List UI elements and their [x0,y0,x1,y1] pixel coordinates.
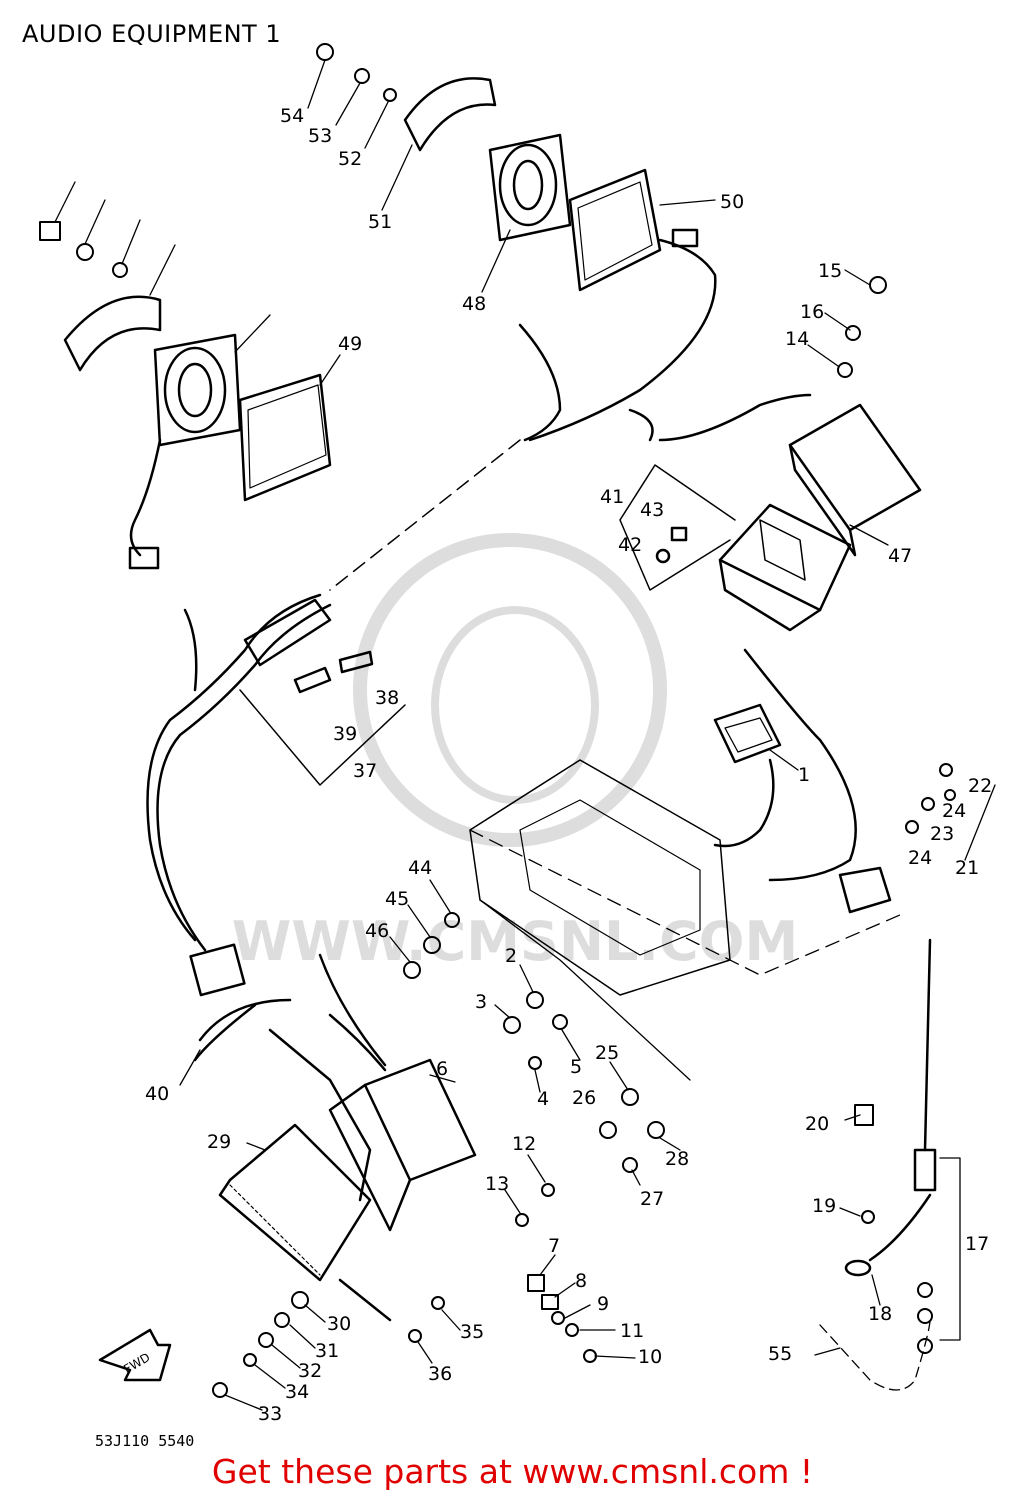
callout-13: 13 [485,1173,509,1195]
callout-32: 32 [298,1360,322,1382]
callout-31: 31 [315,1340,339,1362]
cmsnl-watermark: WWW.CMSNL.COM [232,533,798,973]
speaker-left [63,295,332,570]
callout-18: 18 [868,1303,892,1325]
dash-panel [469,759,901,1081]
callout-26: 26 [572,1087,596,1109]
callout-48: 48 [462,293,486,315]
callout-54: 54 [280,105,304,127]
callout-4: 4 [537,1088,549,1110]
callout-42: 42 [618,534,642,556]
callout-49: 49 [338,333,362,355]
callout-11: 11 [620,1320,644,1342]
callout-17: 17 [965,1233,989,1255]
callout-6: 6 [436,1058,448,1080]
callout-5: 5 [570,1056,582,1078]
callout-37: 37 [353,760,377,782]
callout-38: 38 [375,687,399,709]
callout-16: 16 [800,301,824,323]
wiring-harness [146,323,812,997]
callout-45: 45 [385,888,409,910]
callout-33: 33 [258,1403,282,1425]
callout-27: 27 [640,1188,664,1210]
callout-50: 50 [720,191,744,213]
callout-1: 1 [798,764,810,786]
callout-34: 34 [285,1381,309,1403]
callout-12: 12 [512,1133,536,1155]
callout-28: 28 [665,1148,689,1170]
callout-25: 25 [595,1042,619,1064]
callout-55: 55 [768,1343,792,1365]
callout-35: 35 [460,1321,484,1343]
callout-24b: 24 [908,847,932,869]
fwd-label: FWD [121,1350,152,1376]
callout-47: 47 [888,545,912,567]
callout-30: 30 [327,1313,351,1335]
callout-53: 53 [308,125,332,147]
callout-21: 21 [955,857,979,879]
amplifier-unit [619,403,922,632]
callout-24: 24 [942,800,966,822]
callout-19: 19 [812,1195,836,1217]
callout-40: 40 [145,1083,169,1105]
callout-20: 20 [805,1113,829,1135]
page-title: AUDIO EQUIPMENT 1 [22,20,282,48]
leader-lines [54,59,996,1411]
fasteners [39,43,956,1398]
callout-39: 39 [333,723,357,745]
callout-36: 36 [428,1363,452,1385]
watermark-text: WWW.CMSNL.COM [232,910,798,973]
fuse-group [239,650,406,786]
callout-7: 7 [548,1235,560,1257]
callout-52: 52 [338,148,362,170]
callout-10: 10 [638,1346,662,1368]
control-unit [713,648,892,914]
callout-9: 9 [597,1293,609,1315]
callout-51: 51 [368,211,392,233]
callout-29: 29 [207,1131,231,1153]
fwd-arrow-icon [98,1328,172,1382]
drawing-code: 53J110 5540 [95,1432,195,1450]
callout-2: 2 [505,945,517,967]
callout-46: 46 [365,920,389,942]
callout-22: 22 [968,775,992,797]
tuner-deck-assembly [193,953,477,1322]
callout-43: 43 [640,499,664,521]
antenna [819,938,961,1391]
footer-banner[interactable]: Get these parts at www.cmsnl.com ! [211,1452,814,1491]
callout-8: 8 [575,1270,587,1292]
speaker-right [403,77,717,442]
callout-14: 14 [785,328,809,350]
callout-41: 41 [600,486,624,508]
callout-labels: 54 53 52 51 50 48 49 15 16 14 47 41 43 4… [121,105,992,1425]
callout-44: 44 [408,857,432,879]
callout-23: 23 [930,823,954,845]
callout-3: 3 [475,991,487,1013]
callout-15: 15 [818,260,842,282]
